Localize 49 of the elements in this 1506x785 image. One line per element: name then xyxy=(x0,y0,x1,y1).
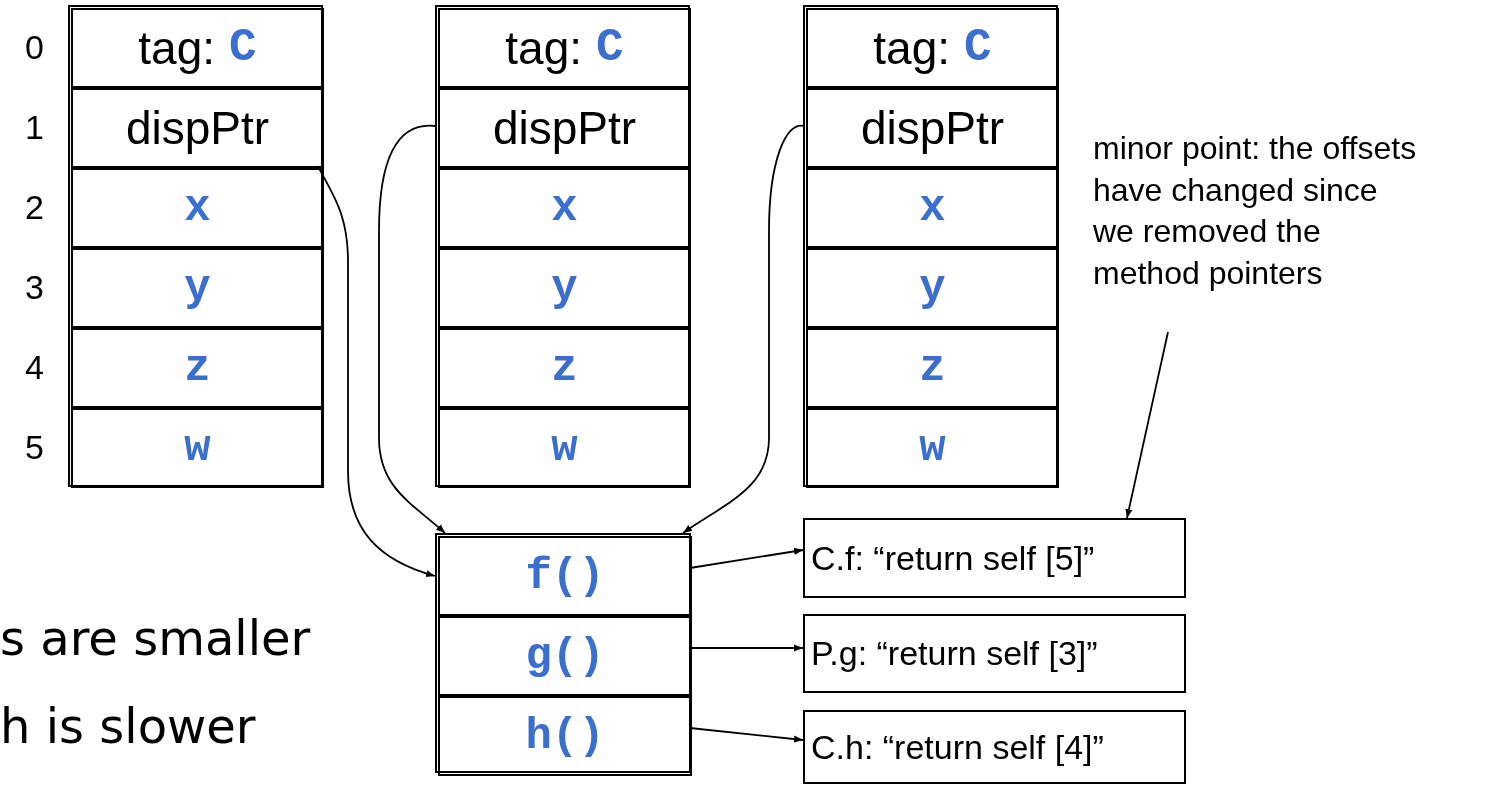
method-entry-cell: f() xyxy=(438,536,692,616)
field-cell xyxy=(71,8,324,88)
field-cell: w xyxy=(806,408,1059,488)
field-label: tag: xyxy=(138,21,216,75)
offset-number: 1 xyxy=(25,108,44,147)
field-cell: z xyxy=(806,328,1059,408)
field-label: tag: xyxy=(873,21,951,75)
slide-text: h is slower xyxy=(0,698,256,754)
offset-number: 0 xyxy=(25,28,44,67)
field-cell: y xyxy=(71,248,324,328)
offset-number: 2 xyxy=(25,188,44,227)
field-label: tag: xyxy=(505,21,583,75)
leader-line xyxy=(1125,331,1169,519)
class-tag: C xyxy=(964,22,992,74)
field-cell: dispPtr xyxy=(438,88,691,168)
method-body-box: C.f: “return self [5]” xyxy=(803,518,1186,598)
class-tag: C xyxy=(229,22,257,74)
arrow xyxy=(682,124,805,534)
memory-object-box xyxy=(68,5,323,487)
offset-number: 3 xyxy=(25,268,44,307)
field-cell: w xyxy=(438,408,691,488)
arrow xyxy=(689,547,804,569)
arrow xyxy=(378,124,446,534)
method-body-box: P.g: “return self [3]” xyxy=(803,614,1186,693)
memory-object-box xyxy=(435,5,690,487)
field-cell: z xyxy=(438,328,691,408)
slide-text: s are smaller xyxy=(0,610,311,666)
field-cell xyxy=(438,8,691,88)
note-text: minor point: the offsets have changed since we removed the method pointers xyxy=(1093,128,1423,295)
field-cell: y xyxy=(438,248,691,328)
arrow xyxy=(689,727,804,743)
offset-number: 5 xyxy=(25,428,44,467)
class-tag: C xyxy=(596,22,624,74)
arrow xyxy=(689,644,804,652)
method-entry-cell: h() xyxy=(438,696,692,776)
field-cell: dispPtr xyxy=(71,88,324,168)
field-cell: x xyxy=(438,168,691,248)
method-body-box: C.h: “return self [4]” xyxy=(803,710,1186,784)
dispatch-table xyxy=(435,533,691,773)
field-cell: w xyxy=(71,408,324,488)
memory-object-box xyxy=(803,5,1058,487)
field-cell xyxy=(806,8,1059,88)
field-cell: x xyxy=(71,168,324,248)
offset-number: 4 xyxy=(25,348,44,387)
field-cell: x xyxy=(806,168,1059,248)
field-cell: dispPtr xyxy=(806,88,1059,168)
field-cell: z xyxy=(71,328,324,408)
method-entry-cell: g() xyxy=(438,616,692,696)
field-cell: y xyxy=(806,248,1059,328)
